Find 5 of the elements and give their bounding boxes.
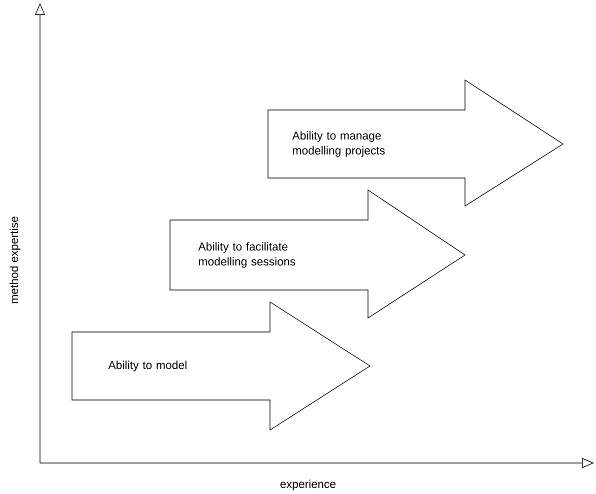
process-step: Ability to manage modelling projects — [268, 79, 564, 207]
axis-label: experience — [280, 480, 336, 490]
axis-label: method expertise — [10, 216, 20, 304]
process-step: Ability to facilitate modelling sessions — [170, 189, 466, 319]
process-step: Ability to model — [72, 301, 371, 431]
